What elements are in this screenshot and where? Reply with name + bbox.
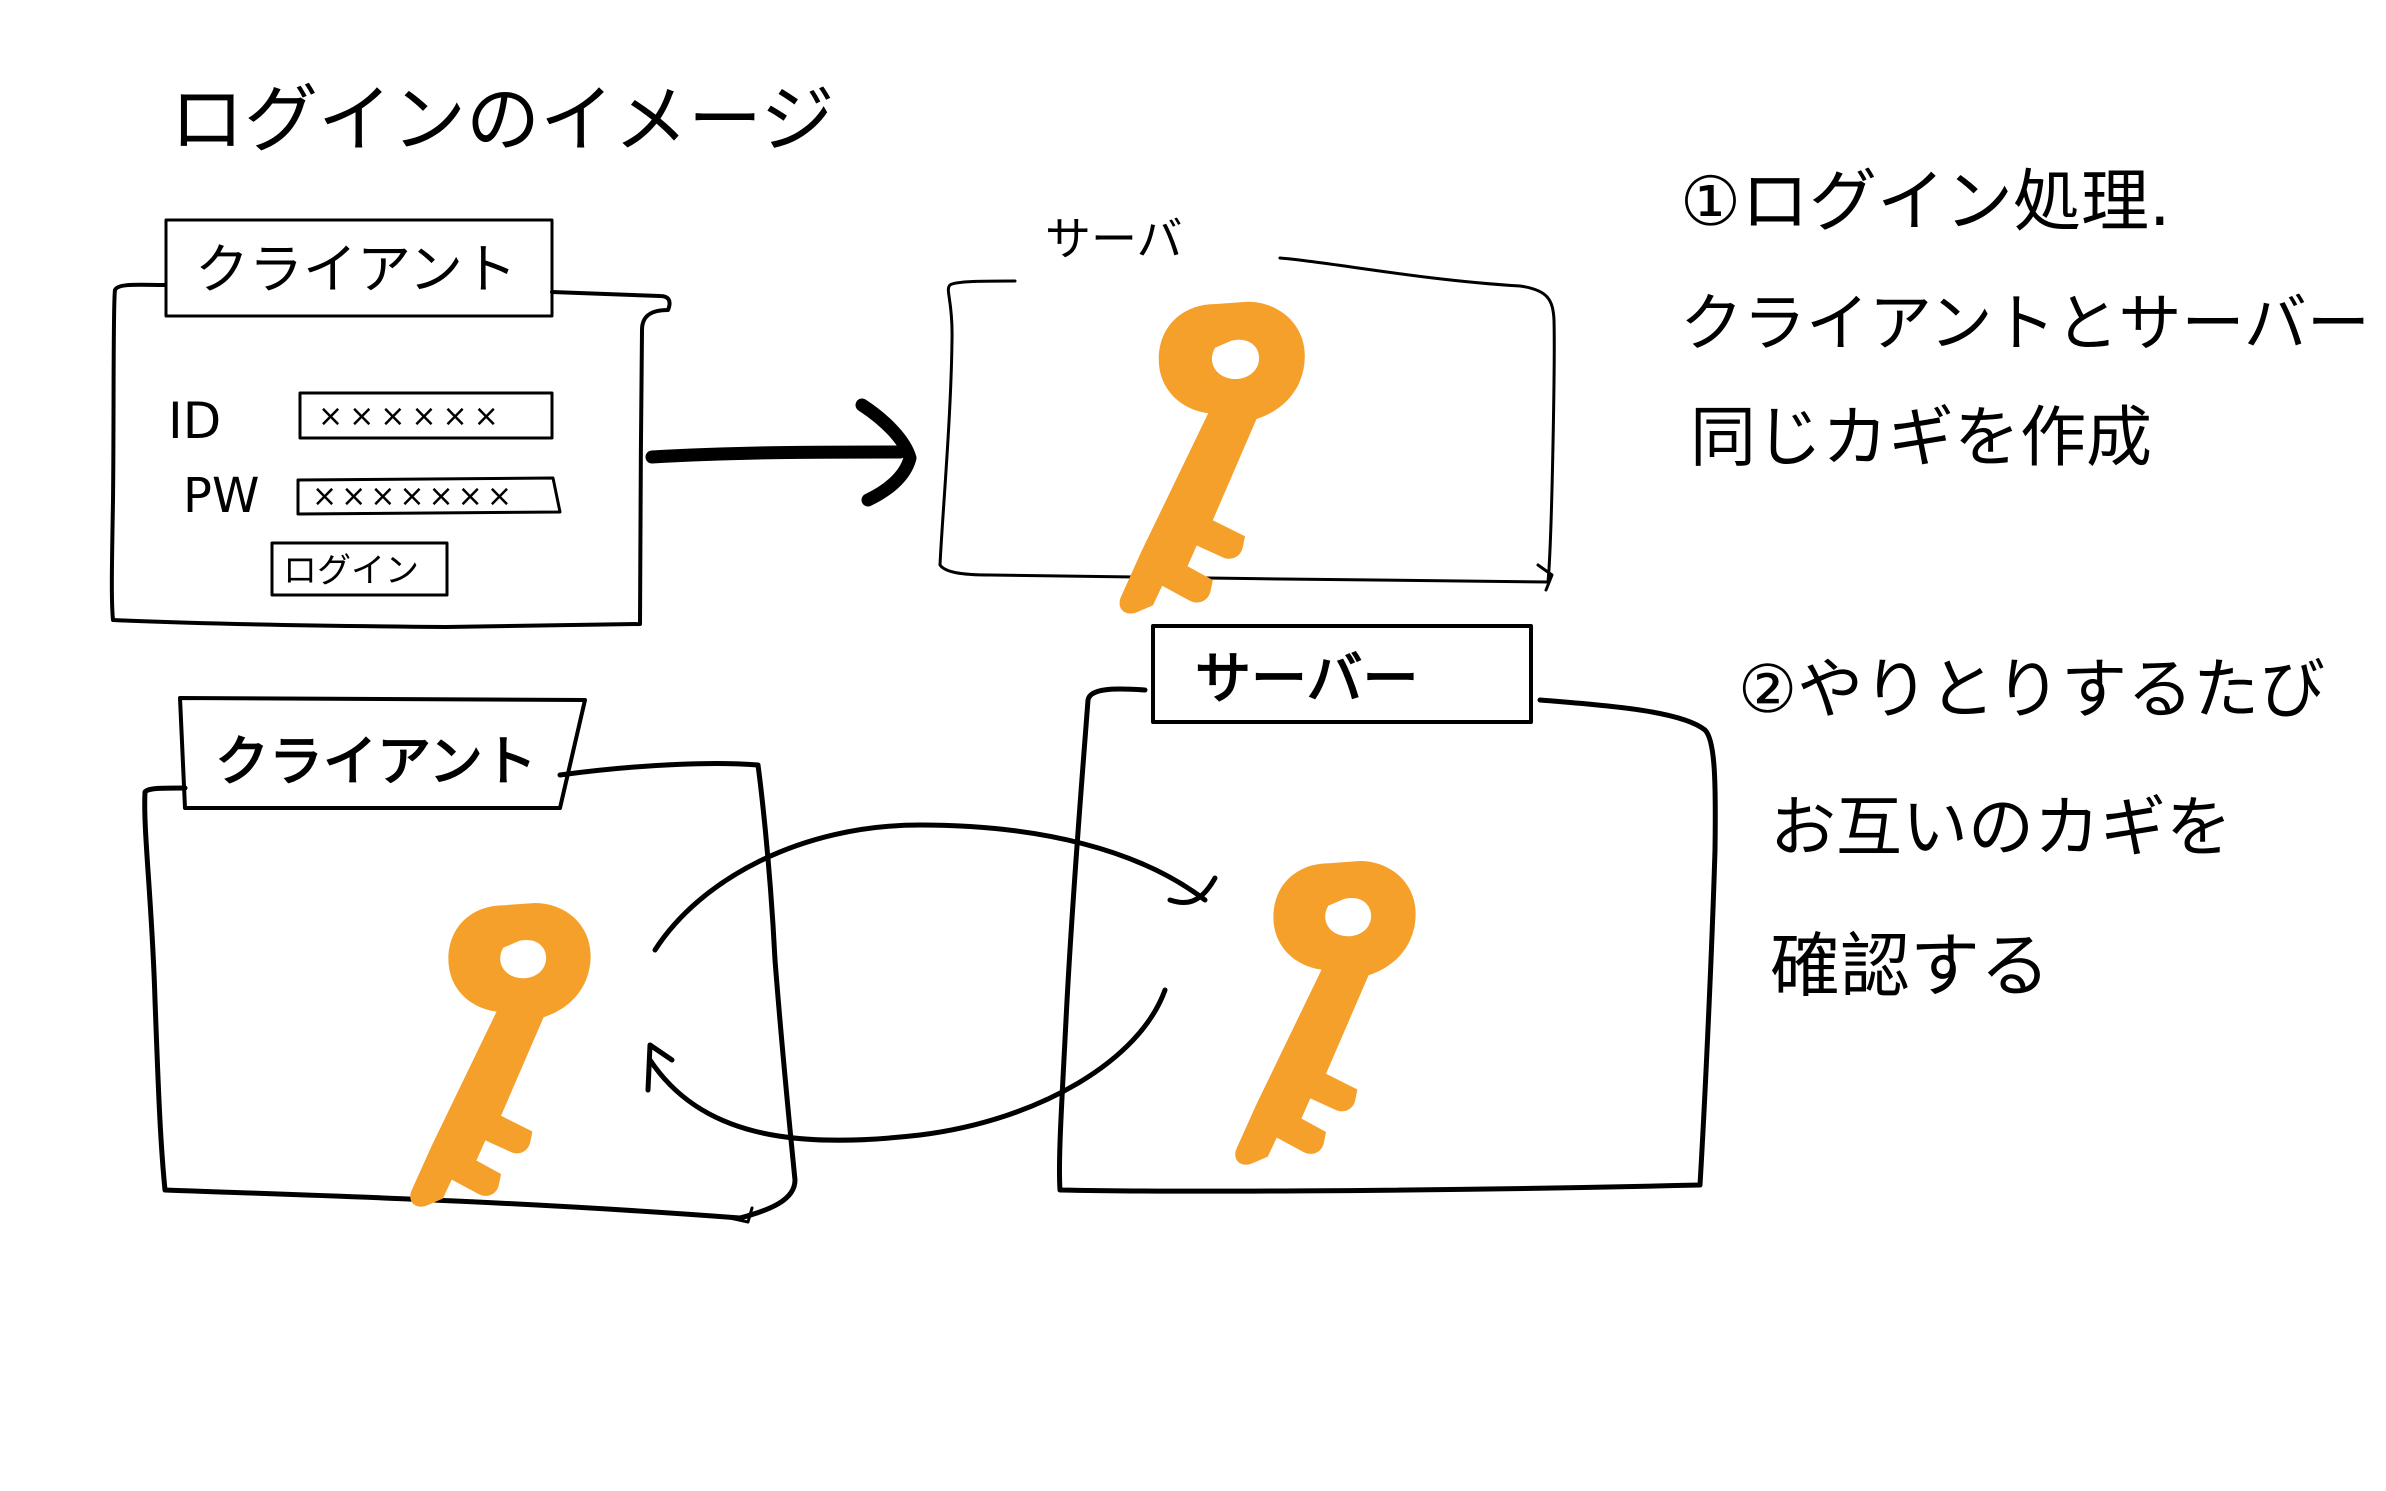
step2-server-window: サーバー [1056,624,1718,1194]
id-label: ID [168,392,221,450]
step2-server-label: サーバー [1195,647,1418,712]
step1-client-tab [164,218,554,318]
note1-line1: ①ログイン処理. [1680,163,2171,242]
step1-client-label: クライアント [195,238,517,301]
step1-client-window: クライアント ID ×××××× PW ××××××× ログイン [109,218,672,629]
note1-line3: 同じカギを作成 [1690,399,2152,476]
step1-server-window: サーバ [938,212,1556,614]
note2-line3: 確認する [1770,925,2050,1007]
id-field [298,391,554,440]
note2-line2: お互いのカギを [1770,789,2232,866]
page-title: ログインのイメージ [170,77,835,163]
note2-line1: ②やりとりするたび [1738,651,2325,728]
curved-arrow-icon [645,822,1218,1143]
login-button-label: ログイン [283,551,419,591]
note1-line2: クライアントとサーバー [1680,287,2370,360]
note-1: ①ログイン処理. クライアントとサーバー 同じカギを作成 [1680,163,2370,476]
key-icon [1119,301,1305,614]
step2-client-window: クライアント [142,696,798,1224]
key-icon [410,902,591,1207]
step1-server-label: サーバ [1045,212,1183,266]
pw-label: PW [183,468,259,524]
step2-server-tab [1151,624,1533,724]
login-button [270,541,449,597]
key-icon [1235,860,1416,1165]
id-field-value: ×××××× [318,399,505,434]
step2-client-label: クライアント [215,730,537,793]
note-2: ②やりとりするたび お互いのカギを 確認する [1738,651,2325,1007]
pw-field [296,476,562,516]
pw-field-value: ××××××× [312,479,516,514]
arrow-right-icon [645,398,917,507]
step2-client-tab [178,696,587,810]
